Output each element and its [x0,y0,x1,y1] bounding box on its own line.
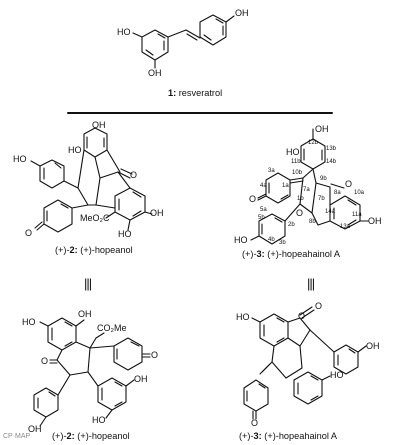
hopeanol-top-o-a: O [130,170,138,180]
atom-3a: 3a [268,168,275,174]
atom-5b: 5b [258,215,265,221]
hopeahainol-top-o3: O [296,208,304,218]
hopeanol-bottom-o2: O [151,350,159,360]
hopeahainol-bottom-oh: OH [366,341,380,351]
hopeahainol-top-o1: O [345,179,353,189]
hopeahainol-bottom-structure [243,306,367,420]
resveratrol-caption: 1: resveratrol [168,88,222,98]
atom-4a: 4a [260,183,267,189]
hopeahainol-top-caption: (+)-3: (+)-hopeahainol A [242,249,340,259]
hopeanol-bottom-caption: (+)-2: (+)-hopeanol [52,431,130,441]
hopeanol-bottom-caption-num: 2: [66,431,75,441]
atom-9b: 9b [320,176,327,182]
hopeanol-top-ho-b: HO [13,154,27,164]
hopeahainol-top-ho: HO [286,147,300,157]
atom-1a: 1a [282,183,289,189]
hopeahainol-top-caption-pre: (+)- [242,249,257,259]
atom-7a: 7a [303,187,310,193]
atom-12b: 12b [308,140,319,146]
hopeahainol-bottom-ho2: HO [330,370,344,380]
atom-3b: 3b [279,240,286,246]
hopeanol-top-caption-pre: (+)- [55,245,70,255]
atom-14a: 14a [325,209,336,215]
atom-1b: 1b [297,196,304,202]
atom-8a: 8a [334,190,341,196]
atom-10b: 10b [292,170,303,176]
hopeahainol-bottom-caption-pre: (+)- [239,431,254,441]
hopeahainol-bottom-o2: O [315,301,323,311]
hopeanol-bottom-structure [33,317,151,427]
hopeahainol-top-ho2: HO [234,235,248,245]
hopeahainol-bottom-o3: O [251,418,259,428]
hopeahainol-bottom-o1: O [298,311,306,321]
resveratrol-ho-left: HO [117,27,131,37]
hopeahainol-top-oh: OH [315,124,329,134]
hopeahainol-bottom-ho: HO [236,312,250,322]
resveratrol-caption-name: resveratrol [176,88,223,98]
resveratrol-oh-top: OH [235,8,249,18]
hopeanol-bottom-caption-pre: (+)- [52,431,67,441]
hopeahainol-top-oh2: OH [368,216,382,226]
hopeanol-bottom-ho2: HO [92,415,106,425]
hopeanol-top-oh-b: OH [150,208,164,218]
atom-13a: 13a [340,224,351,230]
hopeahainol-top-caption-num: 3: [256,249,265,259]
hopeanol-top-caption: (+)-2: (+)-hopeanol [55,245,133,255]
hopeahainol-bottom-caption-name: (+)-hopeahainol A [261,431,338,441]
atom-5a: 5a [260,207,267,213]
hopeanol-top-ho-c: HO [118,229,132,239]
atom-2b: 2b [288,222,295,228]
atom-8b: 8b [309,219,316,225]
hopeanol-bottom-caption-name: (+)-hopeanol [74,431,130,441]
atom-14b: 14b [326,159,337,165]
hopeahainol-top-structure [250,128,369,245]
hopeanol-bottom-oh2: OH [134,374,148,384]
resveratrol-caption-num: 1: [168,88,177,98]
resveratrol-structure [132,14,235,69]
hopeahainol-top-caption-name: (+)-hopeahainol A [264,249,341,259]
atom-11a: 11a [352,212,362,218]
atom-11b: 11b [291,159,301,165]
equivalence-symbol-right: ||| [307,276,315,291]
hopeanol-top-o-b: O [25,228,33,238]
hopeanol-top-structure [30,127,153,233]
hopeanol-top-meo2c: MeO₂C [80,213,110,223]
hopeanol-bottom-oh: OH [78,309,92,319]
hopeanol-bottom-co2me: CO₂Me [97,323,127,333]
hopeanol-bottom-oh3: OH [28,424,42,434]
hopeanol-top-ho-a: HO [68,145,82,155]
hopeanol-bottom-o1: O [41,356,49,366]
resveratrol-oh-bottom: OH [148,68,162,78]
hopeanol-top-caption-name: (+)-hopeanol [77,245,133,255]
hopeahainol-bottom-caption-num: 3: [253,431,262,441]
hopeanol-top-caption-num: 2: [69,245,78,255]
hopeanol-bottom-ho: HO [22,317,36,327]
hopeahainol-bottom-caption: (+)-3: (+)-hopeahainol A [239,431,337,441]
atom-13b: 13b [326,146,337,152]
atom-4b: 4b [268,237,275,243]
hopeahainol-top-o2: O [249,194,257,204]
equivalence-symbol-left: ||| [84,276,92,291]
hopeanol-top-oh-a: OH [92,120,106,130]
watermark: CP·MAP [3,433,31,440]
atom-7b: 7b [318,196,325,202]
atom-10a: 10a [354,190,365,196]
